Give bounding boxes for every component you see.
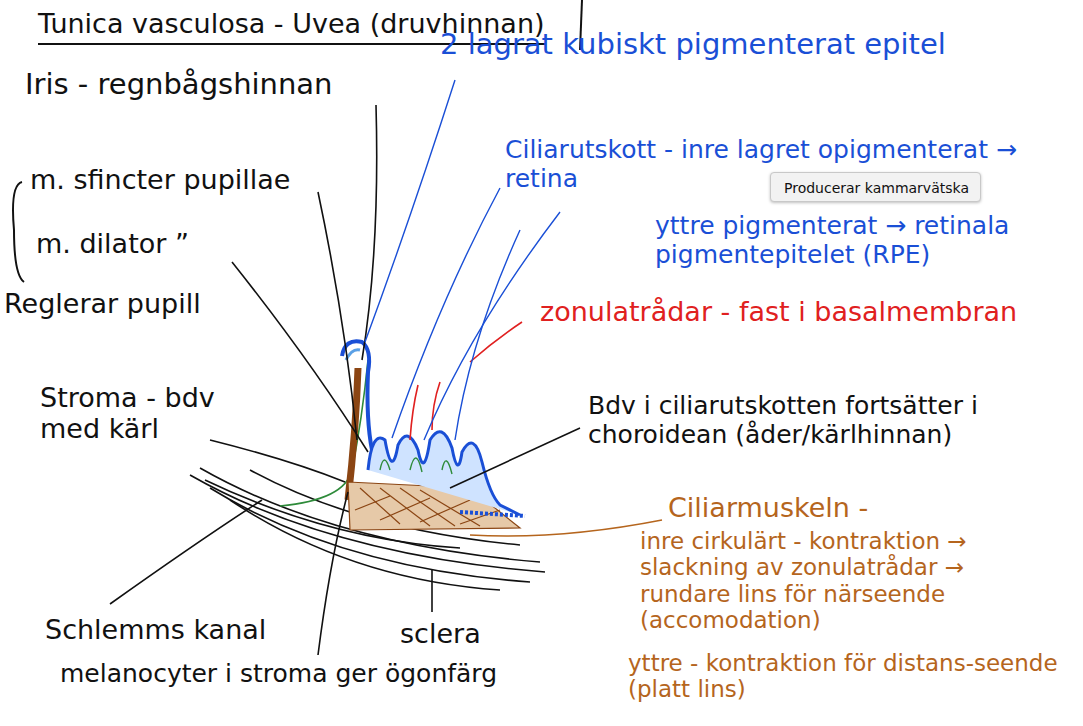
part-name: Stroma - bdv med kärl — [40, 382, 215, 444]
part-name: sclera — [400, 618, 530, 649]
part-name: m. dilator ” — [36, 228, 236, 259]
note: 2 lagrat kubiskt pigmenterat epitel — [440, 28, 1040, 61]
note: Bdv i ciliarutskotten fortsätter i choro… — [588, 392, 1073, 450]
note: inre cirkulärt - kontraktion → slackning… — [640, 528, 1060, 634]
part-name: zonulatrådar - fast i basalmembran — [540, 296, 1060, 327]
part-name: Iris - regnbågshinnan — [25, 68, 385, 101]
note: melanocyter i stroma ger ögonfärg — [60, 660, 540, 689]
tooltip-box: Producerar kammarvätska — [770, 172, 981, 202]
note: yttre pigmenterat → retinala pigmentepit… — [655, 212, 1070, 270]
part-name: Ciliarmuskeln - — [668, 492, 968, 523]
note: yttre - kontraktion för distans-seende (… — [628, 650, 1068, 703]
box-text: Producerar kammarvätska — [784, 180, 980, 196]
note: Reglerar pupill — [4, 288, 244, 319]
part-name: Schlemms kanal — [45, 614, 325, 645]
part-name: m. sfincter pupillae — [30, 164, 330, 195]
